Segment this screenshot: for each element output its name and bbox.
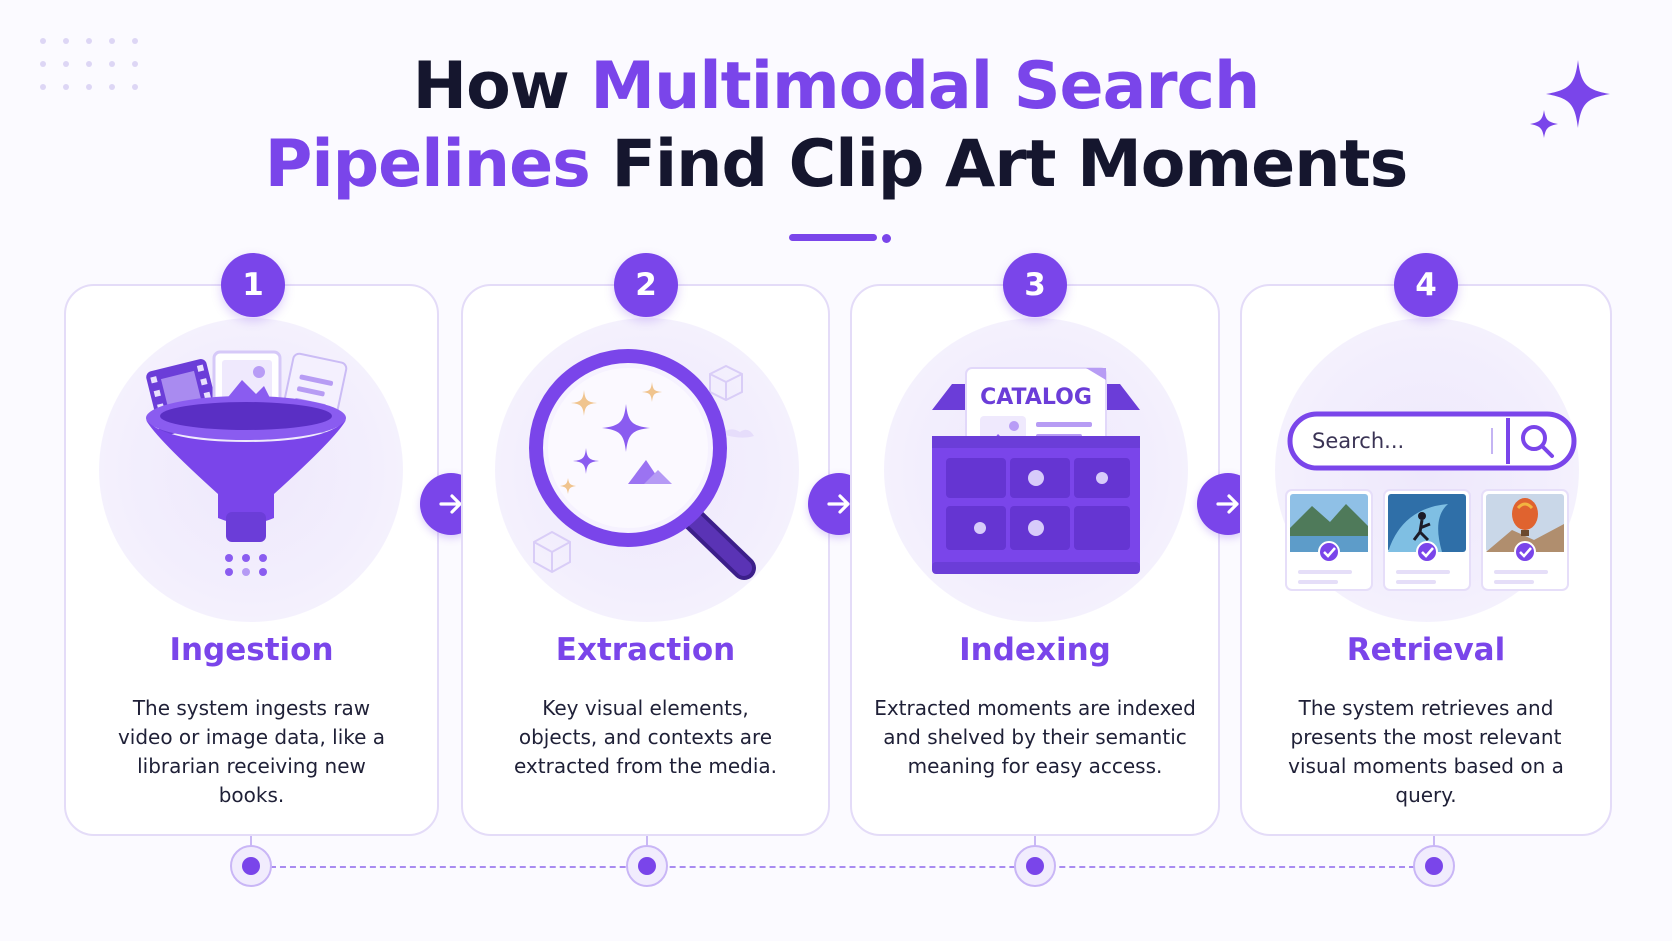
step-title-indexing: Indexing [959,632,1111,668]
title-underline [789,234,877,241]
step-desc-ingestion: The system ingests raw video or image da… [117,696,386,807]
result-card-balloon [1481,489,1569,591]
timeline-node-4 [1413,845,1455,887]
step-badge-2: 2 [614,253,678,317]
sparkle-icon [1530,60,1610,138]
timeline-node-3 [1014,845,1056,887]
step-desc-indexing: Extracted moments are indexed and shelve… [874,696,1196,778]
timeline-dashed-line [250,866,1435,868]
result-card-lake [1285,489,1373,591]
step-title-extraction: Extraction [555,632,736,668]
step-title-retrieval: Retrieval [1346,632,1506,668]
step-title-ingestion: Ingestion [169,632,334,668]
catalog-label: CATALOG [980,385,1092,410]
magnifier-icon [529,349,756,580]
funnel-icon [146,350,348,576]
title-line2-dark: Find Clip Art Moments [611,127,1408,202]
result-card-surfer [1383,489,1471,591]
decorative-dot-grid [40,38,138,90]
step-badge-1: 1 [221,253,285,317]
catalog-drawer-icon: CATALOG [932,367,1140,574]
title-line2-highlight: Pipelines [264,127,591,202]
step-desc-extraction: Key visual elements, objects, and contex… [513,696,778,778]
search-placeholder: Search... [1312,429,1404,453]
step-badge-4: 4 [1394,253,1458,317]
title-underline-dot [882,234,891,243]
timeline-node-2 [626,845,668,887]
page-title: How Multimodal Search Pipelines Find Cli… [0,48,1672,204]
title-line1-highlight: Multimodal Search [590,49,1260,124]
search-results-icon: Search... [1285,411,1577,591]
step-desc-retrieval: The system retrieves and presents the mo… [1288,696,1564,807]
title-line1-dark: How [412,49,570,124]
timeline-node-1 [230,845,272,887]
step-badge-3: 3 [1003,253,1067,317]
